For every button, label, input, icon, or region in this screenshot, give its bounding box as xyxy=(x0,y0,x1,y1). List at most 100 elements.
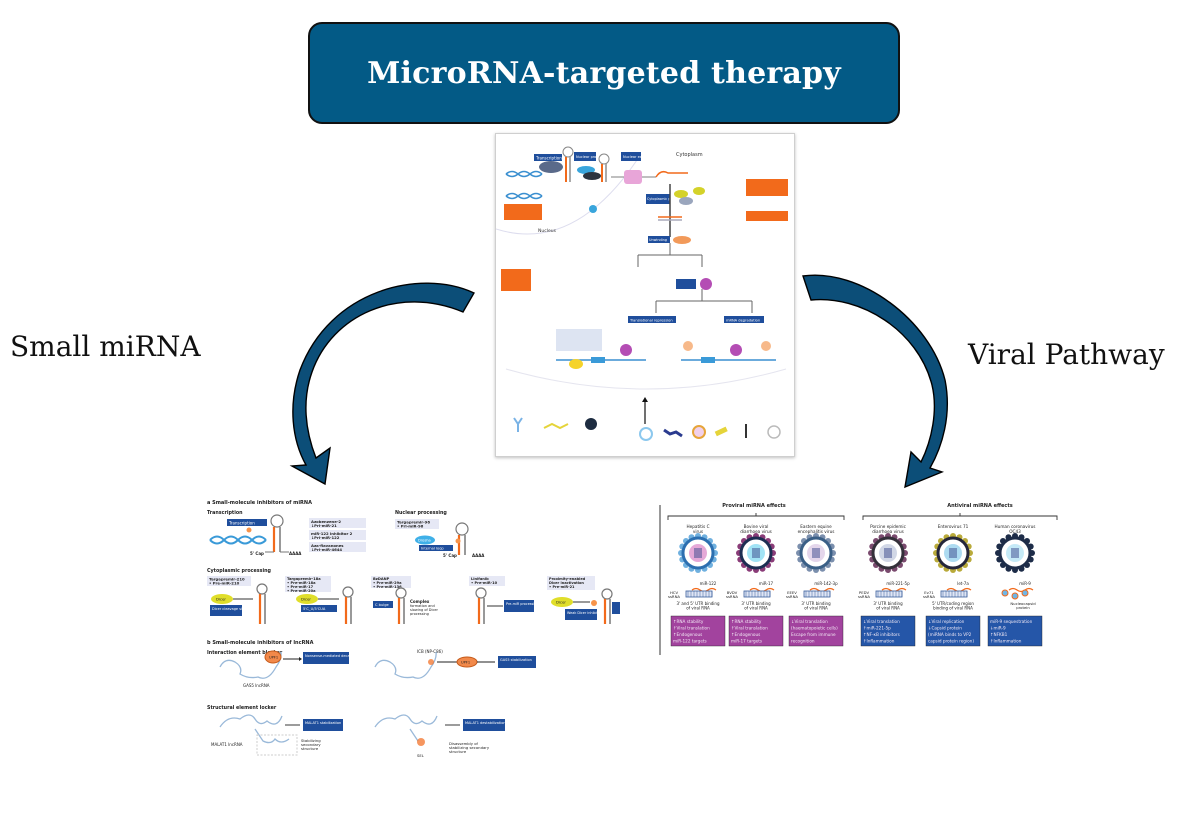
mirna-label: miR-122 xyxy=(700,581,717,586)
cell-penetrating-peptide-icon xyxy=(543,422,569,430)
effects-box xyxy=(860,615,916,647)
viral-rna-label: HCV xyxy=(670,590,679,595)
cyto-item-proximity-dicer: Proximity-enabled Dicer inactivation • P… xyxy=(547,576,622,624)
svg-text:Azobenzene-2: Azobenzene-2 xyxy=(311,519,341,524)
virus-particle-icon xyxy=(995,533,1035,573)
exportin5-icon xyxy=(624,170,642,184)
proviral-heading: Proviral miRNA effects xyxy=(722,503,786,509)
label-viral-pathway: Viral Pathway xyxy=(968,338,1165,371)
nucleocapsid-icon xyxy=(1001,589,1009,597)
effect-line: ↓miR-9 xyxy=(990,626,1006,631)
pre-mir-processing-tag xyxy=(504,600,534,612)
viral-rna-label: ssRNA xyxy=(923,594,935,599)
dgcr8-icon xyxy=(583,172,601,180)
svg-text:• Pri-miR-96: • Pri-miR-96 xyxy=(397,524,424,529)
svg-text:structure: structure xyxy=(449,749,467,754)
virus-name: Human coronavirus xyxy=(995,524,1036,529)
virus-particle-icon xyxy=(796,533,836,573)
viral-rna-label: Nucleocapsid xyxy=(1010,601,1036,606)
svg-text:Dicer: Dicer xyxy=(301,597,311,602)
dna-helix-icon xyxy=(505,192,543,200)
svg-text:secondary: secondary xyxy=(301,742,321,747)
dicer-cleavage-site-tag xyxy=(210,605,242,616)
svg-text:formation and: formation and xyxy=(410,604,435,608)
cyto-item-linifanib: Linifanib • Pre-miR-10 Pre-miR processin… xyxy=(469,576,539,624)
svg-text:UPF1: UPF1 xyxy=(461,661,470,665)
antiviral-heading: Antiviral miRNA effects xyxy=(947,503,1013,509)
effect-line: ↑Inflammation xyxy=(863,639,895,644)
mirna-label: miR-17 xyxy=(759,581,774,586)
cytoplasmic-processing-tag xyxy=(646,194,670,204)
svg-text:Stabilizing: Stabilizing xyxy=(301,738,321,743)
translation-effects-box xyxy=(556,329,602,351)
dicer-icon xyxy=(674,190,688,198)
svg-text:Targapremir-210: Targapremir-210 xyxy=(209,577,245,582)
viral-rna-icon xyxy=(685,590,713,598)
gas5-label: GAS5 lncRNA xyxy=(243,683,270,688)
small-molecule-inhibitors-panel: a Small-molecule inhibitors of miRNA Tra… xyxy=(205,497,622,772)
effect-line: ↑NFKB1 xyxy=(990,632,1008,637)
bacterial-minicell-icon xyxy=(714,426,728,437)
svg-text:slowing of Dicer: slowing of Dicer xyxy=(410,608,439,612)
section-a-heading: a Small-molecule inhibitors of miRNA xyxy=(207,500,312,506)
sel-binding-site-icon xyxy=(417,738,425,746)
svg-text:Dicer inactivation: Dicer inactivation xyxy=(549,581,584,585)
svg-text:UPF1: UPF1 xyxy=(269,656,278,660)
gas5-stabilization-tag xyxy=(498,656,536,668)
pre-mirna-hairpin-icon xyxy=(598,153,610,182)
malat1-destabilization-tag xyxy=(463,719,505,731)
translational-repression-tag xyxy=(628,316,676,323)
svg-text:Nuclear export: Nuclear export xyxy=(623,155,650,159)
nucleocapsid-icon xyxy=(1011,592,1019,600)
svg-text:Nonsense-mediated decay: Nonsense-mediated decay xyxy=(305,654,352,658)
dna-helix-icon xyxy=(505,170,543,178)
virus-particle-icon xyxy=(736,533,776,573)
effect-line: miR-9 sequestration xyxy=(990,619,1033,624)
internal-loop-tag xyxy=(419,545,453,551)
biogenesis-inhibitors-box-cytoplasm xyxy=(746,179,788,196)
svg-text:Complex: Complex xyxy=(410,599,430,604)
malat1-stabilization-tag xyxy=(303,719,343,731)
virus-name: diarrhoea virus xyxy=(872,529,904,534)
svg-text:mRNA degradation: mRNA degradation xyxy=(726,319,760,323)
binding-label: binding of viral RNA xyxy=(933,606,973,611)
mrna-degradation-tag xyxy=(724,316,764,323)
nuclear-processing-tag xyxy=(574,152,596,161)
virus-particle-icon xyxy=(868,533,908,573)
pri-mirna-hairpin-icon xyxy=(562,146,574,182)
viral-rna-label: ssRNA xyxy=(726,594,738,599)
svg-text:structure: structure xyxy=(301,746,319,751)
svg-text:Proximity-enabled: Proximity-enabled xyxy=(549,577,586,581)
transcription-tag xyxy=(534,154,562,161)
antibody-icon xyxy=(513,417,523,432)
effect-line: ↑miR-221-5p xyxy=(863,626,891,631)
effect-line: ↓Viral translation xyxy=(863,619,900,624)
svg-text:Nuclear processing: Nuclear processing xyxy=(576,155,609,159)
icb-binding-site-icon xyxy=(428,659,434,665)
nonsense-decay-tag xyxy=(303,652,349,664)
svg-text:MALAT1 destabilization: MALAT1 destabilization xyxy=(465,721,506,725)
label-small-mirna: Small miRNA xyxy=(10,330,201,363)
effect-line: capsid protein region) xyxy=(928,639,974,644)
delivery-vehicles xyxy=(513,417,781,441)
svg-text:• Pre-miR-210: • Pre-miR-210 xyxy=(209,581,240,586)
metal-nanoparticle-icon xyxy=(585,418,597,430)
viral-mirna-effects-panel: Proviral miRNA effects Antiviral miRNA e… xyxy=(658,495,1138,670)
effect-line: ↑Endogenous xyxy=(673,632,702,637)
inhibitor-box-azaflavanones xyxy=(309,542,366,552)
pri-mirna-hairpin-icon xyxy=(265,514,289,553)
svg-text:Pre-miR processing: Pre-miR processing xyxy=(506,602,539,606)
risc-complex-icon xyxy=(620,344,632,356)
inhibitors-svg: a Small-molecule inhibitors of miRNA Tra… xyxy=(207,500,622,758)
upf1-icon xyxy=(264,650,282,664)
title-banner: MicroRNA-targeted therapy xyxy=(308,22,900,124)
virus-name: Enterovirus 71 xyxy=(938,524,969,529)
effect-line: ↓Viral replication xyxy=(928,619,965,624)
cell-membrane-arc xyxy=(505,368,787,390)
effect-line: ↓Capsid protein xyxy=(928,626,962,631)
virus-name: encephalitis virus xyxy=(798,529,835,534)
viral-svg: Proviral miRNA effects Antiviral miRNA e… xyxy=(659,503,1058,655)
svg-text:Linifanib: Linifanib xyxy=(471,577,489,581)
